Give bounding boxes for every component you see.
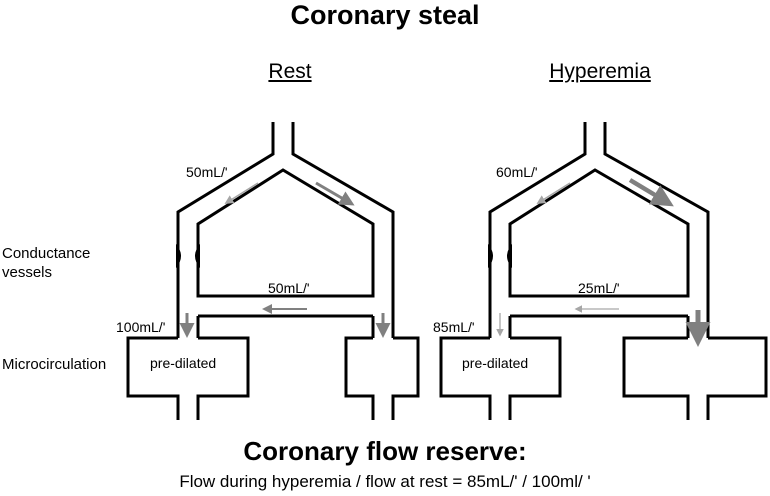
hyperemia-left-micro-box (439, 336, 562, 420)
hyperemia-outer-left-wall (488, 122, 587, 338)
conductance-label-line1: Conductance (2, 245, 91, 262)
rest-outer-right-wall (291, 122, 395, 338)
rest-stenosis (176, 244, 200, 268)
rest-collateral-flow: 50mL/' (268, 280, 310, 296)
rest-arrow-left-branch (224, 182, 259, 204)
rest-left-micro-box (126, 336, 250, 420)
hyperemia-collateral-flow: 25mL/' (578, 280, 620, 296)
hyperemia-arrow-left-branch (536, 182, 571, 204)
panel-title-hyperemia: Hyperemia (549, 60, 651, 83)
rest-inner-dome (196, 168, 375, 298)
hyperemia-right-micro-box (622, 336, 768, 420)
conductance-label-line2: vessels (2, 264, 53, 281)
hyperemia-micro-label: pre-dilated (462, 355, 529, 371)
hyperemia-inner-dome (508, 168, 690, 298)
conductance-vessels-label: Conductance vessels (2, 244, 90, 282)
rest-right-micro-box (344, 336, 420, 420)
hyperemia-left-branch-flow: 60mL/' (496, 164, 538, 180)
rest-arrow-right-branch (315, 181, 355, 206)
hyperemia-arrow-right-branch (628, 178, 674, 207)
hyperemia-vessel-tree (439, 122, 768, 420)
rest-left-micro-flow: 100mL/' (116, 319, 166, 335)
rest-micro-label: pre-dilated (150, 355, 217, 371)
hyperemia-outer-right-wall (603, 122, 710, 338)
diagram-title: Coronary steal (290, 0, 480, 30)
hyperemia-left-micro-flow: 85mL/' (433, 319, 475, 335)
rest-left-branch-flow: 50mL/' (186, 164, 228, 180)
microcirculation-label: Microcirculation (2, 356, 107, 373)
panel-title-rest: Rest (268, 60, 312, 83)
footer-title: Coronary flow reserve: (243, 436, 527, 466)
footer-formula: Flow during hyperemia / flow at rest = 8… (179, 472, 591, 491)
rest-outer-left-wall (176, 122, 275, 338)
hyperemia-stenosis (488, 244, 512, 268)
rest-vessel-tree (126, 122, 420, 420)
